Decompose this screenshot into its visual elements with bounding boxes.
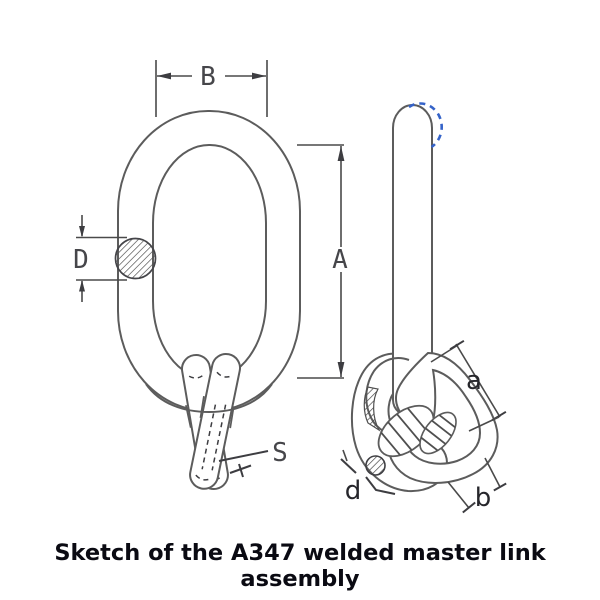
cross-section-ellipse-right: [419, 411, 457, 455]
master-link-front-view: B A D: [73, 60, 348, 490]
dim-label-B: B: [200, 62, 216, 92]
master-link-inner-contour: [152, 144, 267, 380]
figure-caption: Sketch of the A347 welded master link as…: [54, 540, 546, 592]
dimension-S: S: [218, 438, 288, 478]
dim-label-S: S: [272, 438, 288, 468]
sub-link-right: [189, 353, 241, 490]
dimension-a: a: [430, 339, 507, 432]
material-cross-section-circle: [114, 237, 157, 280]
highlight-dashes: [408, 102, 443, 149]
dimension-B: B: [155, 60, 268, 117]
dim-label-d: d: [345, 476, 362, 506]
dim-label-b: b: [475, 483, 492, 513]
dim-label-D: D: [73, 245, 89, 275]
master-link-side-view: a b d: [340, 102, 507, 514]
dim-label-A: A: [332, 245, 348, 275]
section-hatch-band: [363, 386, 381, 432]
dimension-d: d: [340, 449, 396, 506]
material-cross-section-circle-small: [365, 455, 386, 476]
dimension-A: A: [297, 144, 348, 379]
master-link-bottom-front-strand: [145, 383, 273, 414]
dimension-b: b: [447, 457, 507, 514]
weld-mark: [199, 395, 205, 419]
dim-label-a: a: [466, 366, 482, 396]
dimension-D: D: [73, 215, 157, 302]
